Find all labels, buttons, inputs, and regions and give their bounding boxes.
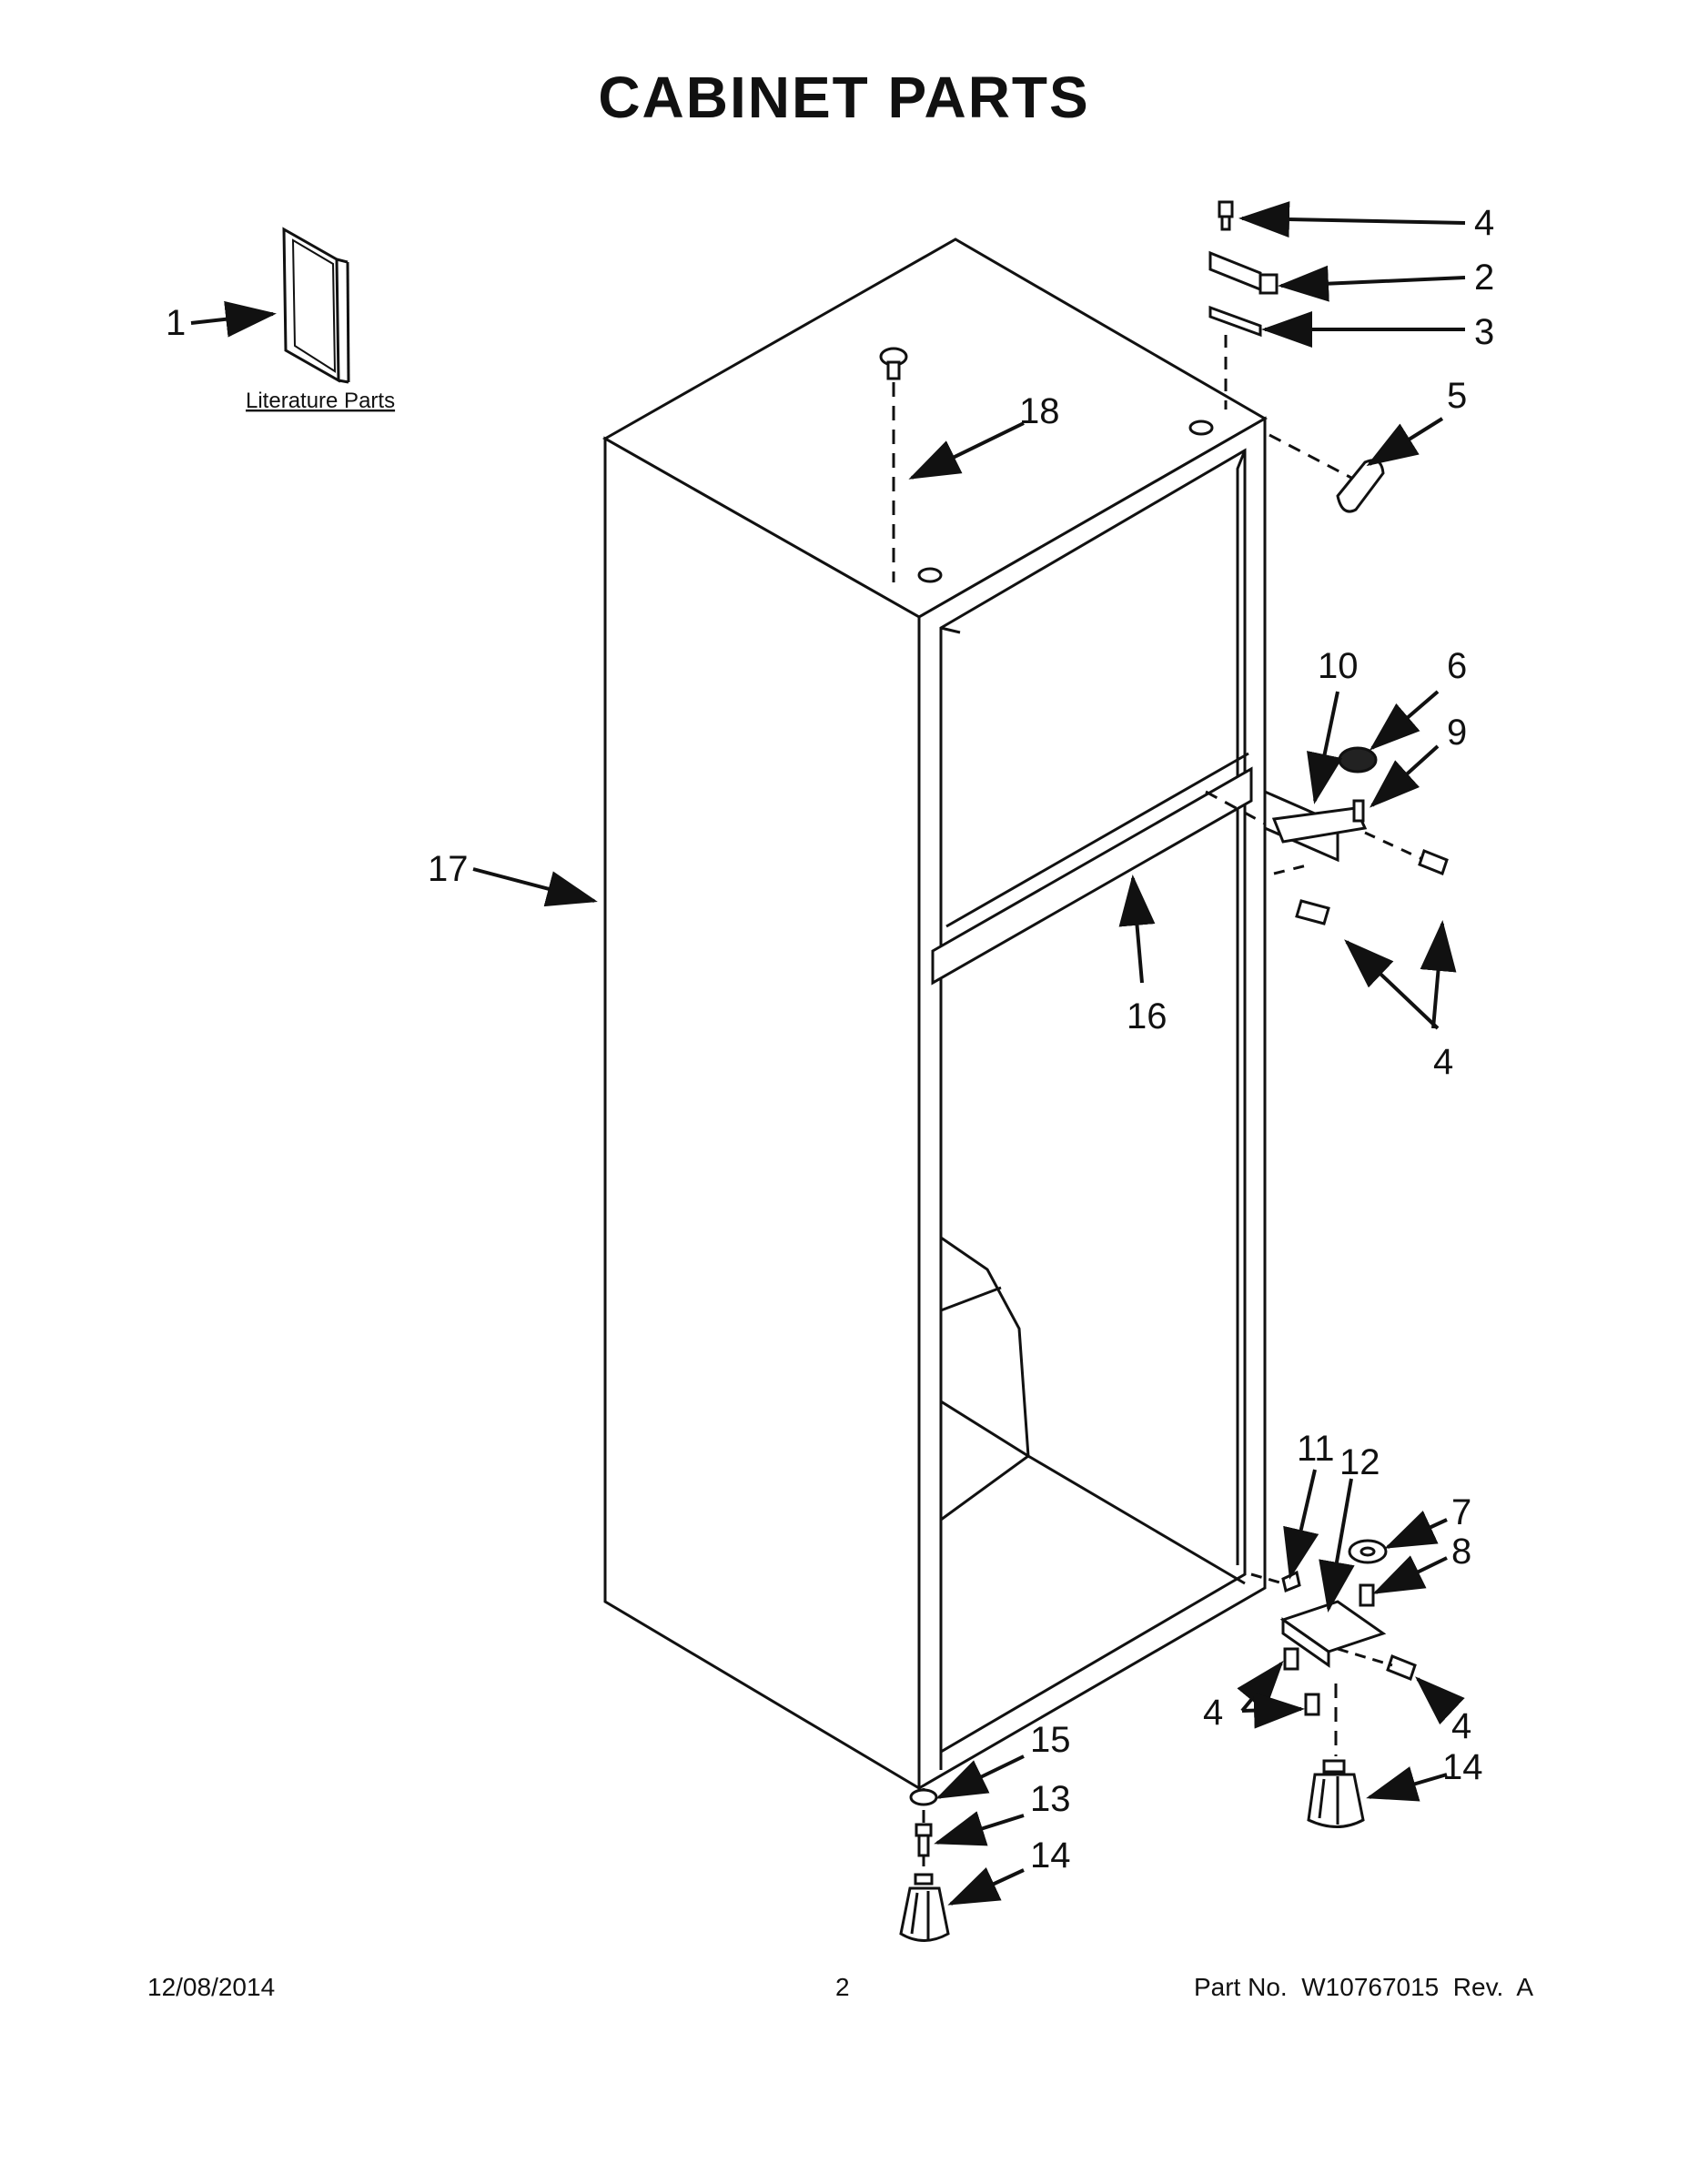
footer-date: 12/08/2014 <box>147 1973 276 2001</box>
footer-part-number: Part No. W10767015 Rev. A <box>1193 1973 1533 2001</box>
callout-7: 7 <box>1451 1492 1471 1532</box>
footer-page-number: 2 <box>835 1973 850 2001</box>
callout-2: 2 <box>1474 258 1494 298</box>
callout-13: 13 <box>1030 1779 1071 1819</box>
callout-6: 6 <box>1447 646 1467 686</box>
callout-5: 5 <box>1447 376 1467 416</box>
callout-1: 1 <box>166 303 186 343</box>
leveling-leg-right <box>1307 1759 1365 1828</box>
callout-17: 17 <box>428 849 469 889</box>
callout-18: 18 <box>1019 391 1060 431</box>
callout-4-top: 4 <box>1474 203 1494 243</box>
center-hinge-assembly <box>1205 746 1449 925</box>
leveling-leg-left <box>899 1788 950 1942</box>
screw-18 <box>879 347 908 582</box>
page-title: CABINET PARTS <box>598 65 1090 130</box>
callout-4-low-right: 4 <box>1451 1706 1471 1746</box>
callout-leaders <box>190 201 1466 1906</box>
callout-8: 8 <box>1451 1532 1471 1572</box>
callout-12: 12 <box>1339 1442 1380 1482</box>
callout-14-left: 14 <box>1030 1835 1071 1876</box>
callout-16: 16 <box>1127 996 1167 1036</box>
callout-15: 15 <box>1030 1720 1071 1760</box>
callout-10: 10 <box>1318 646 1359 686</box>
callout-labels: 1 4 2 3 5 18 10 6 9 17 16 4 11 12 7 8 4 … <box>166 203 1494 1876</box>
callout-3: 3 <box>1474 312 1494 352</box>
top-hinge-assembly <box>1208 200 1279 410</box>
callout-4-low-left: 4 <box>1203 1693 1223 1733</box>
callout-11: 11 <box>1297 1429 1335 1469</box>
literature-parts-label: Literature Parts <box>246 389 395 413</box>
callout-9: 9 <box>1447 713 1467 753</box>
literature-part-1 <box>282 227 350 384</box>
hinge-cover-5 <box>1269 433 1385 513</box>
callout-14-right: 14 <box>1442 1747 1483 1787</box>
cabinet-body <box>601 238 1269 1791</box>
callout-4-mid: 4 <box>1433 1042 1453 1082</box>
